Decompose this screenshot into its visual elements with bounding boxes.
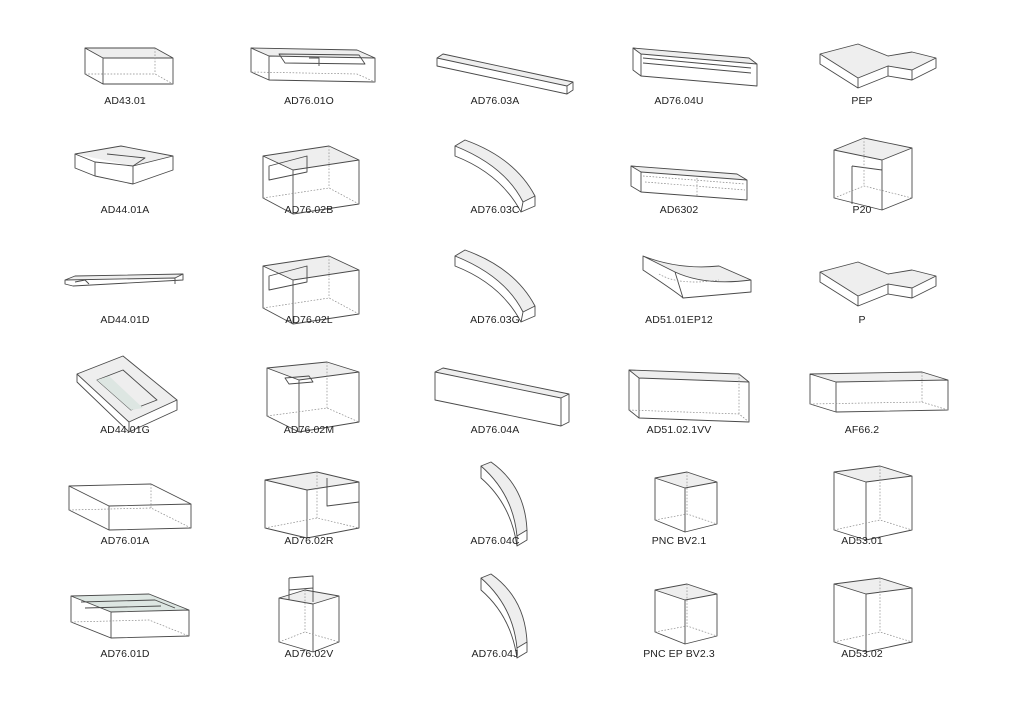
block-label: AD44.01G	[100, 424, 150, 436]
block-drawing	[262, 255, 360, 325]
block-drawing	[654, 471, 718, 533]
block-item: AD76.01D	[25, 568, 225, 680]
block-label: PEP	[851, 95, 873, 107]
block-drawing	[76, 355, 178, 433]
block-drawing	[628, 369, 750, 423]
block-item: AD51.01EP12	[579, 236, 779, 348]
block-label: AD76.01O	[284, 95, 334, 107]
block-drawing	[833, 137, 913, 211]
block-item: AD76.04U	[579, 18, 779, 130]
block-label: AD76.03C	[470, 204, 520, 216]
block-drawing	[74, 145, 174, 185]
block-drawing	[642, 255, 752, 299]
block-item: PNC EP BV2.3	[579, 568, 779, 680]
block-label: AD43.01	[104, 95, 146, 107]
block-drawing	[250, 47, 376, 83]
block-label: P20	[852, 204, 872, 216]
block-item: AD76.03A	[395, 18, 595, 130]
block-item: AD76.03G	[395, 236, 595, 348]
block-item: PNC BV2.1	[579, 456, 779, 568]
block-label: AD76.02B	[284, 204, 334, 216]
block-label: AD76.03G	[470, 314, 520, 326]
block-item: AD76.02B	[209, 126, 409, 238]
block-item: AD44.01D	[25, 236, 225, 348]
block-drawing	[264, 471, 360, 539]
block-label: AD76.04C	[470, 535, 520, 547]
block-item: AD76.04J	[395, 568, 595, 680]
block-item: PEP	[762, 18, 962, 130]
block-label: AD76.04A	[470, 424, 520, 436]
block-drawing	[434, 367, 570, 427]
block-drawing	[266, 361, 360, 433]
block-item: AD44.01G	[25, 346, 225, 458]
block-label: AD51.01EP12	[645, 314, 713, 326]
block-label: AD76.02R	[284, 535, 334, 547]
block-item: AF66.2	[762, 346, 962, 458]
block-item: AD76.02M	[209, 346, 409, 458]
block-item: AD76.01O	[209, 18, 409, 130]
block-item: AD76.03C	[395, 126, 595, 238]
block-item: AD53.02	[762, 568, 962, 680]
block-label: AF66.2	[844, 424, 880, 436]
block-item: AD76.02L	[209, 236, 409, 348]
block-label: P	[858, 314, 866, 326]
block-label: PNC BV2.1	[651, 535, 707, 547]
block-label: AD76.04U	[654, 95, 704, 107]
block-drawing	[68, 483, 192, 531]
block-drawing	[70, 593, 190, 639]
block-label: AD76.02L	[285, 314, 333, 326]
block-drawing	[632, 47, 758, 87]
block-item: AD53.01	[762, 456, 962, 568]
block-drawing	[84, 47, 174, 85]
block-drawing	[833, 577, 913, 653]
block-drawing	[654, 583, 718, 645]
block-item: AD43.01	[25, 18, 225, 130]
block-drawing	[809, 371, 949, 413]
block-item: AD51.02.1VV	[579, 346, 779, 458]
block-item: AD44.01A	[25, 126, 225, 238]
block-drawing	[454, 249, 536, 323]
block-item: P	[762, 236, 962, 348]
block-item: AD76.01A	[25, 456, 225, 568]
block-label: AD53.01	[841, 535, 883, 547]
block-item: AD76.02V	[209, 568, 409, 680]
block-label: PNC EP BV2.3	[643, 648, 715, 660]
block-label: AD76.02M	[283, 424, 335, 436]
block-drawing	[262, 145, 360, 215]
block-item: AD76.02R	[209, 456, 409, 568]
block-label: AD53.02	[841, 648, 883, 660]
block-drawing	[819, 43, 937, 89]
block-drawing	[64, 273, 184, 287]
block-label: AD44.01A	[100, 204, 150, 216]
block-item: P20	[762, 126, 962, 238]
block-drawing	[833, 465, 913, 541]
block-label: AD76.03A	[470, 95, 520, 107]
block-drawing	[480, 573, 528, 659]
block-drawing	[454, 139, 536, 213]
block-item: AD6302	[579, 126, 779, 238]
block-drawing	[819, 261, 937, 307]
block-label: AD76.01D	[100, 648, 150, 660]
block-label: AD51.02.1VV	[646, 424, 712, 436]
block-label: AD44.01D	[100, 314, 150, 326]
block-drawing	[436, 53, 574, 95]
block-item: AD76.04A	[395, 346, 595, 458]
block-label: AD76.01A	[100, 535, 150, 547]
block-drawing	[278, 575, 340, 653]
block-drawing	[630, 165, 748, 201]
block-label: AD6302	[659, 204, 699, 216]
block-drawing	[480, 461, 528, 547]
block-label: AD76.02V	[284, 648, 334, 660]
block-label: AD76.04J	[471, 648, 519, 660]
block-item: AD76.04C	[395, 456, 595, 568]
